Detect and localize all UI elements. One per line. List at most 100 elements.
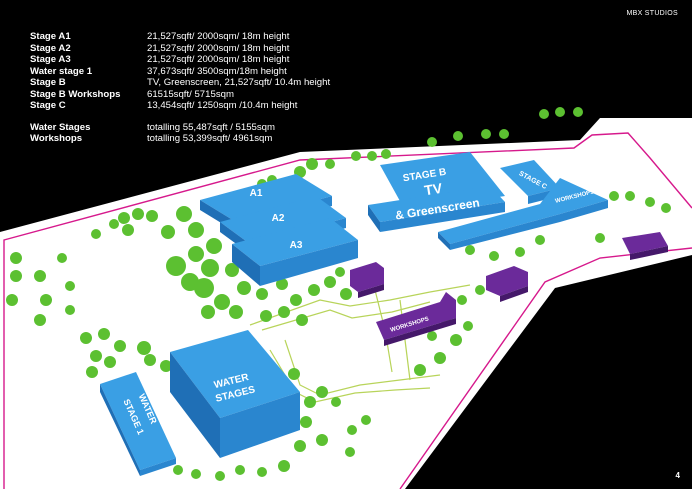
tree-group xyxy=(6,107,671,481)
tree-icon xyxy=(535,235,545,245)
tree-icon xyxy=(225,263,239,277)
tree-icon xyxy=(91,229,101,239)
tree-icon xyxy=(475,285,485,295)
workshop-block-3 xyxy=(622,232,668,260)
tree-icon xyxy=(645,197,655,207)
tree-icon xyxy=(463,321,473,331)
tree-icon xyxy=(201,305,215,319)
tree-icon xyxy=(351,151,361,161)
tree-icon xyxy=(206,238,222,254)
brand-label: MBX STUDIOS xyxy=(626,10,678,17)
tree-icon xyxy=(555,107,565,117)
spec-value: 21,527sqft/ 2000sqm/ 18m height xyxy=(147,54,290,65)
spec-row: Stage A3 21,527sqft/ 2000sqm/ 18m height xyxy=(30,54,330,66)
tree-icon xyxy=(347,425,357,435)
tree-icon xyxy=(427,137,437,147)
tree-icon xyxy=(86,366,98,378)
tree-icon xyxy=(256,288,268,300)
spec-label: Stage A1 xyxy=(30,31,71,42)
tree-icon xyxy=(109,219,119,229)
tree-icon xyxy=(137,341,151,355)
tree-icon xyxy=(481,129,491,139)
tree-icon xyxy=(214,294,230,310)
tree-icon xyxy=(194,278,214,298)
tree-icon xyxy=(306,158,318,170)
workshop-block-2 xyxy=(486,266,528,302)
spec-label: Stage B xyxy=(30,77,66,88)
total-value: totalling 55,487sqft / 5155sqm xyxy=(147,121,276,133)
spec-row: Stage B TV, Greenscreen, 21,527sqft/ 10.4… xyxy=(30,77,330,89)
total-label: Workshops xyxy=(30,133,83,144)
tree-icon xyxy=(173,465,183,475)
tree-icon xyxy=(489,251,499,261)
stage-a2-label: A2 xyxy=(272,213,285,224)
tree-icon xyxy=(324,276,336,288)
stage-a3-label: A3 xyxy=(290,240,303,251)
spec-value: TV, Greenscreen, 21,527sqft/ 10.4m heigh… xyxy=(147,77,331,88)
tree-icon xyxy=(609,191,619,201)
tree-icon xyxy=(98,328,110,340)
tree-icon xyxy=(300,416,312,428)
tree-icon xyxy=(132,208,144,220)
tree-icon xyxy=(90,350,102,362)
tree-icon xyxy=(276,278,288,290)
tree-icon xyxy=(114,340,126,352)
spec-value: 61515sqft/ 5715sqm xyxy=(147,88,234,100)
stage-a3-building: A3 xyxy=(232,218,358,286)
tree-icon xyxy=(381,149,391,159)
tree-icon xyxy=(316,434,328,446)
water-stages-building: WATER STAGES xyxy=(170,330,300,458)
tree-icon xyxy=(215,471,225,481)
tree-icon xyxy=(122,224,134,236)
stage-b-building: STAGE B TV & Greenscreen xyxy=(368,152,505,232)
spec-value: 21,527sqft/ 2000sqm/ 18m height xyxy=(147,42,290,54)
tree-icon xyxy=(595,233,605,243)
tree-icon xyxy=(294,440,306,452)
tree-icon xyxy=(260,310,272,322)
tree-icon xyxy=(191,469,201,479)
tree-icon xyxy=(453,131,463,141)
spec-label: Water stage 1 xyxy=(30,65,93,77)
stage-b-tv-label: TV xyxy=(423,180,444,199)
tree-icon xyxy=(661,203,671,213)
tree-icon xyxy=(331,397,341,407)
tree-icon xyxy=(345,447,355,457)
tree-icon xyxy=(10,252,22,264)
tree-icon xyxy=(235,465,245,475)
tree-icon xyxy=(434,352,446,364)
tree-icon xyxy=(201,259,219,277)
workshop-block-1 xyxy=(350,262,384,298)
tree-icon xyxy=(296,314,308,326)
spec-value: 13,454sqft/ 1250sqm /10.4m height xyxy=(147,100,298,111)
tree-icon xyxy=(166,256,186,276)
tree-icon xyxy=(515,247,525,257)
tree-icon xyxy=(450,334,462,346)
tree-icon xyxy=(367,151,377,161)
tree-icon xyxy=(257,467,267,477)
tree-icon xyxy=(80,332,92,344)
tree-icon xyxy=(625,191,635,201)
tree-icon xyxy=(146,210,158,222)
tree-icon xyxy=(414,364,426,376)
tree-icon xyxy=(457,295,467,305)
tree-icon xyxy=(340,288,352,300)
tree-icon xyxy=(229,305,243,319)
tree-icon xyxy=(325,159,335,169)
tree-icon xyxy=(144,354,156,366)
tree-icon xyxy=(427,331,437,341)
tree-icon xyxy=(161,225,175,239)
site-ground xyxy=(0,118,692,489)
tree-icon xyxy=(118,212,130,224)
tree-icon xyxy=(104,356,116,368)
tree-icon xyxy=(288,368,300,380)
page-number: 4 xyxy=(675,471,680,480)
spec-label: Stage A3 xyxy=(30,54,71,65)
tree-icon xyxy=(188,246,204,262)
tree-icon xyxy=(34,314,46,326)
tree-icon xyxy=(465,245,475,255)
